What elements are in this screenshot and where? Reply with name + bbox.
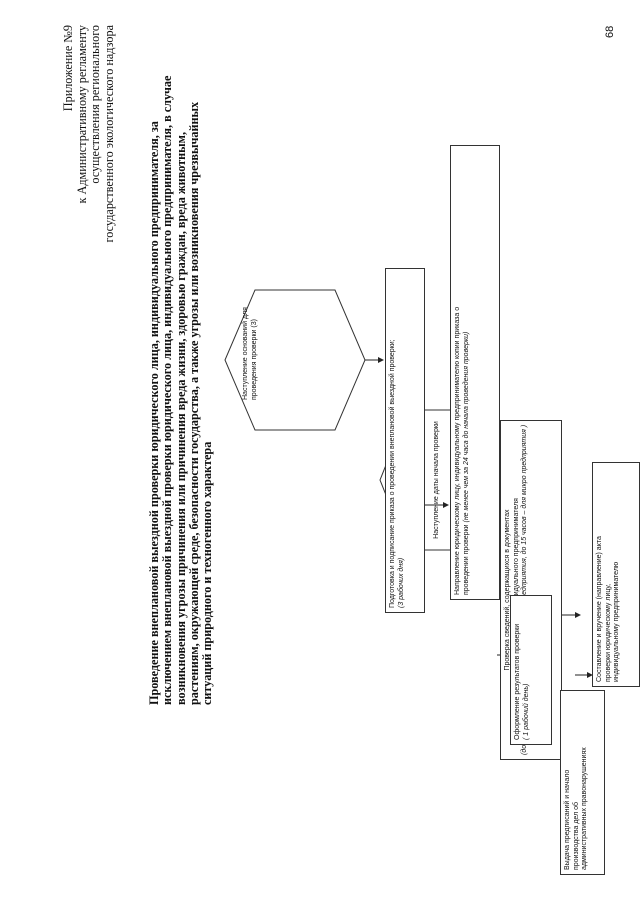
start-label-line: Наступление оснований для xyxy=(242,307,249,400)
start-date-label: Наступление даты начала проверки xyxy=(433,400,442,560)
results-text: Оформление результатов проверки xyxy=(514,623,521,740)
prepare-order-text: Подготовка и подписание приказа о провед… xyxy=(389,339,396,608)
start-label-line: проведения проверки (3) xyxy=(250,319,258,400)
results-term: ( 1 рабочий день) xyxy=(522,683,530,740)
prepare-order-term: (3 рабочих дня) xyxy=(397,557,405,608)
results-box: Оформление результатов проверки ( 1 рабо… xyxy=(510,595,552,745)
page-number: 68 xyxy=(604,25,616,38)
prepare-order-box: Подготовка и подписание приказа о провед… xyxy=(385,268,425,613)
act-text: Составление и вручение (направление) акт… xyxy=(596,536,603,682)
orders-text: производства дел об xyxy=(572,801,580,870)
start-date-label-text: Наступление даты начала проверки xyxy=(433,421,440,539)
orders-box: Выдача предписаний и начало производства… xyxy=(560,690,605,875)
start-label: Наступление оснований для проведения про… xyxy=(242,307,259,400)
orders-text: административных правонарушениях xyxy=(581,747,589,870)
orders-text: Выдача предписаний и начало xyxy=(564,769,571,870)
notify-text-main: проведении проверки xyxy=(462,522,470,595)
act-text: индивидуальному предпринимателю xyxy=(613,561,621,682)
notify-term: (не менее чем за 24 часа до начала прове… xyxy=(462,331,470,523)
notify-box: Направление юридическому лицу, индивидуа… xyxy=(450,145,500,600)
act-text: проверки юридическому лицу, xyxy=(604,583,612,682)
notify-text: Направление юридическому лицу, индивидуа… xyxy=(454,306,461,595)
act-box: Составление и вручение (направление) акт… xyxy=(592,462,640,687)
notify-text-line2: проведении проверки (не менее чем за 24 … xyxy=(463,150,472,595)
